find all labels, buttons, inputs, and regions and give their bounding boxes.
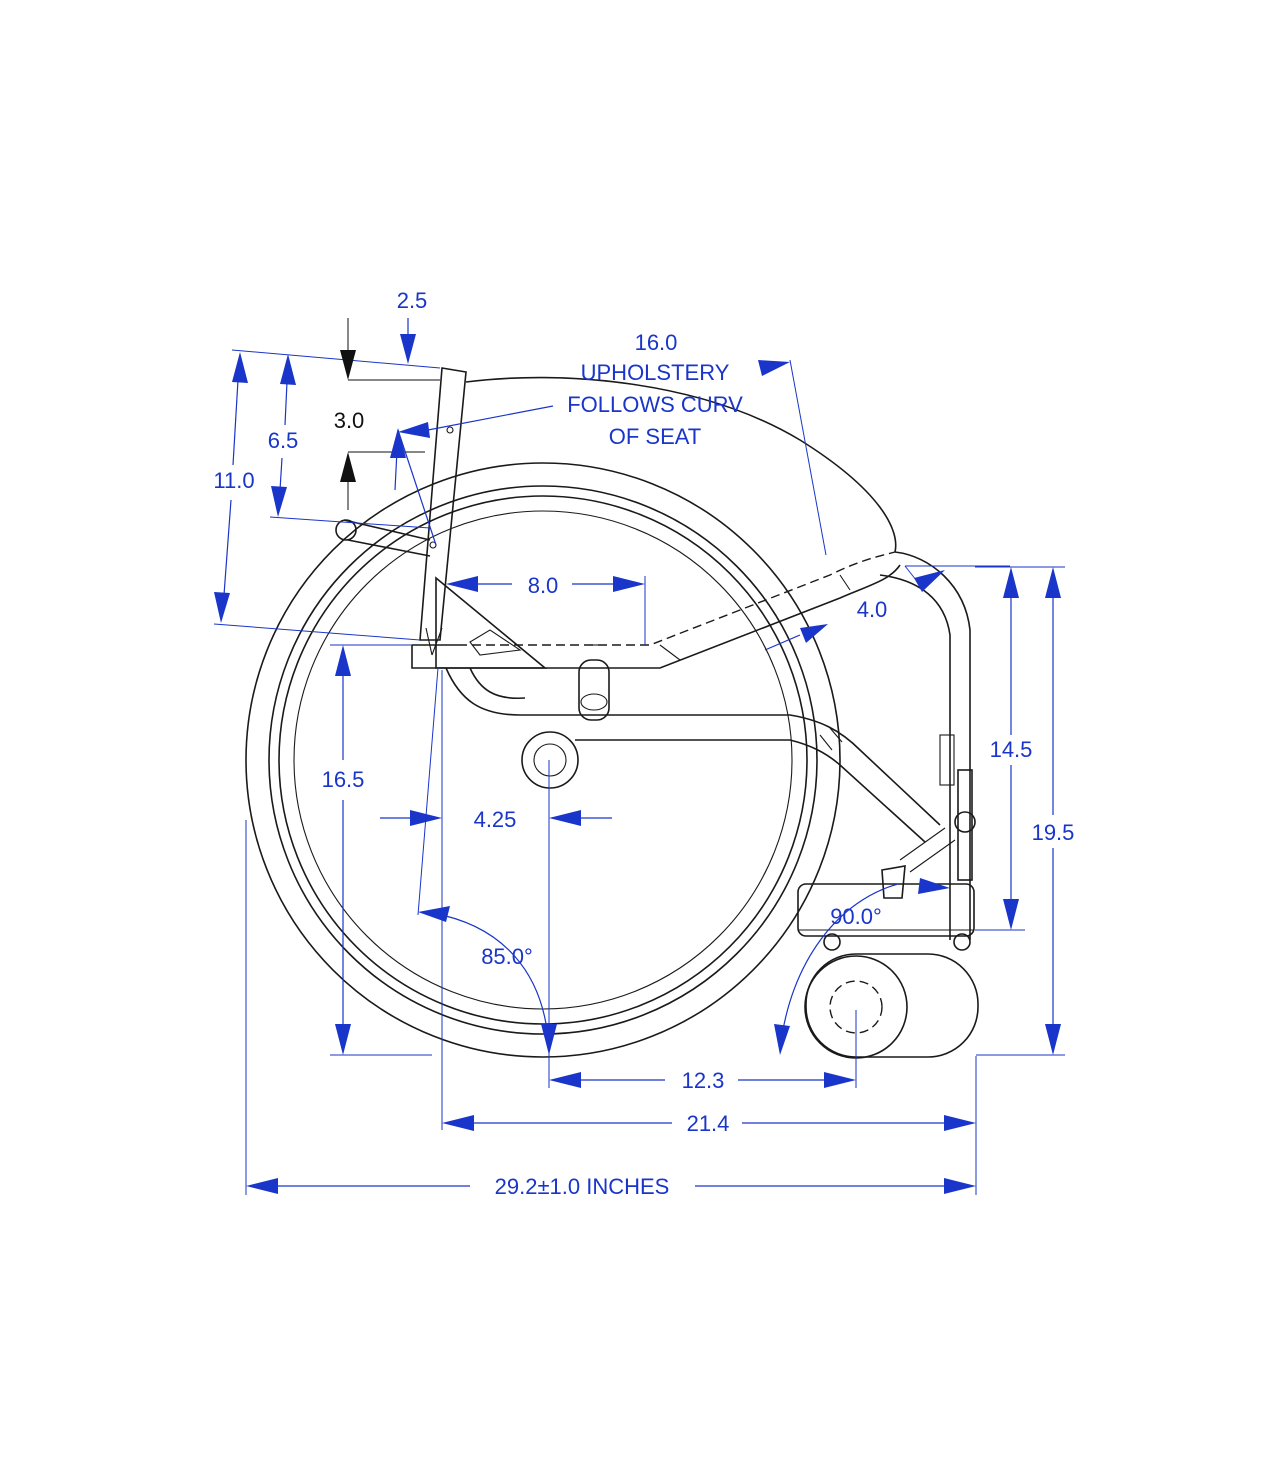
label-backrest-height-total: 11.0	[213, 468, 254, 493]
label-front-frame-bend: 4.0	[857, 597, 888, 622]
dimension-labels: 2.5 3.0 6.5 11.0 16.0 UPHOLSTERY FOLLOWS…	[213, 288, 1074, 1199]
label-backrest-angle-adjust: 3.0	[334, 408, 365, 433]
label-seat-floor-height: 16.5	[322, 767, 365, 792]
wheelchair-outline	[245, 367, 979, 1059]
note-upholstery-line1: UPHOLSTERY	[581, 360, 730, 385]
label-footrest-angle: 90.0°	[830, 904, 882, 929]
seat-upholstery-curve	[465, 376, 897, 553]
note-upholstery-line2: FOLLOWS CURV	[567, 392, 743, 417]
label-axle-to-caster: 12.3	[682, 1068, 725, 1093]
label-seat-depth-curve: 16.0	[635, 330, 678, 355]
label-front-seat-height: 14.5	[990, 737, 1033, 762]
label-frame-length: 21.4	[687, 1111, 730, 1136]
label-backrest-top-offset: 2.5	[397, 288, 428, 313]
note-upholstery-line3: OF SEAT	[609, 424, 702, 449]
rear-axle-hub	[521, 731, 579, 789]
footrest-assembly	[797, 811, 976, 951]
seat-clamp	[578, 644, 610, 721]
label-backrest-angle: 85.0°	[481, 944, 533, 969]
label-seat-cushion-depth: 8.0	[528, 573, 559, 598]
seat-back-brace	[435, 576, 548, 669]
backrest-post	[419, 367, 467, 656]
front-frame-bend	[879, 551, 973, 940]
rear-wheel	[245, 462, 841, 1058]
label-overall-length: 29.2±1.0 INCHES	[495, 1174, 670, 1199]
front-caster	[804, 953, 979, 1059]
seat-frame-rail	[411, 551, 901, 669]
label-backrest-height-upper: 6.5	[268, 428, 299, 453]
label-axle-offset: 4.25	[474, 807, 517, 832]
dimension-lines	[213, 318, 1065, 1195]
label-front-overall-height: 19.5	[1032, 820, 1075, 845]
lower-frame-tube	[445, 667, 941, 843]
